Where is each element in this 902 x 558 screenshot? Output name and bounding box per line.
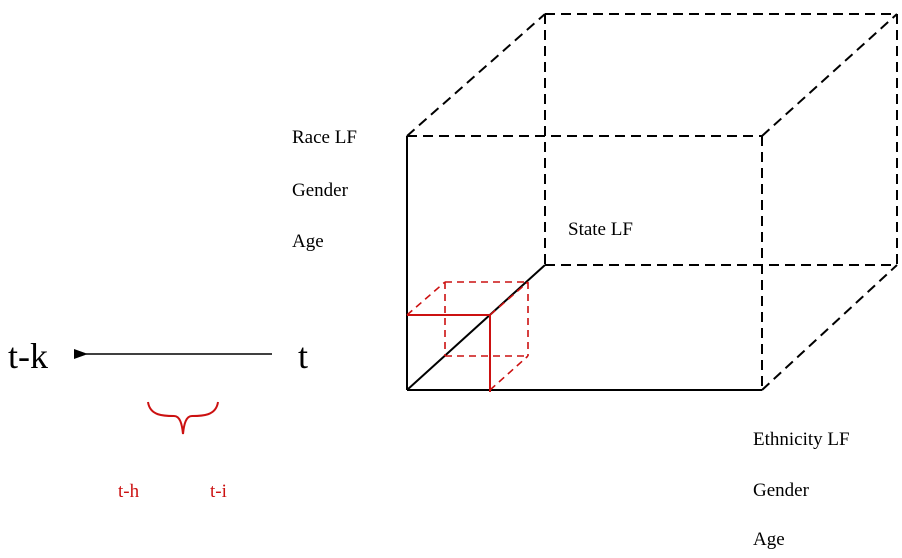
depth-top-right-edge xyxy=(761,13,898,137)
depth-top-left-edge xyxy=(406,13,546,137)
left-axis-label-race: Race LF xyxy=(292,127,357,148)
bottom-axis-label-age: Age xyxy=(753,529,785,550)
left-axis-label-gender: Gender xyxy=(292,180,349,201)
left-axis-label-age: Age xyxy=(292,231,324,252)
timeline-sub-label-h: t-h xyxy=(118,481,140,502)
bottom-axis-label-ethnicity: Ethnicity LF xyxy=(753,429,850,450)
depth-bottom-right-edge xyxy=(761,264,898,391)
timeline-end-label: t-k xyxy=(8,336,48,376)
sub-cube-depth-top-right xyxy=(489,281,529,316)
sub-cube-depth-top-left xyxy=(406,281,446,316)
red-brace xyxy=(147,401,219,435)
sub-cube xyxy=(406,281,529,392)
timeline: t-k t t-h t-i xyxy=(8,336,308,502)
sub-cube-depth-bottom-right xyxy=(489,355,529,391)
depth-bottom-left-edge xyxy=(406,264,546,391)
bottom-axis-label-gender: Gender xyxy=(753,480,810,501)
depth-axis-label: State LF xyxy=(568,219,633,240)
large-cube xyxy=(406,13,898,391)
timeline-start-label: t xyxy=(298,336,308,376)
timeline-sub-label-i: t-i xyxy=(210,481,227,502)
